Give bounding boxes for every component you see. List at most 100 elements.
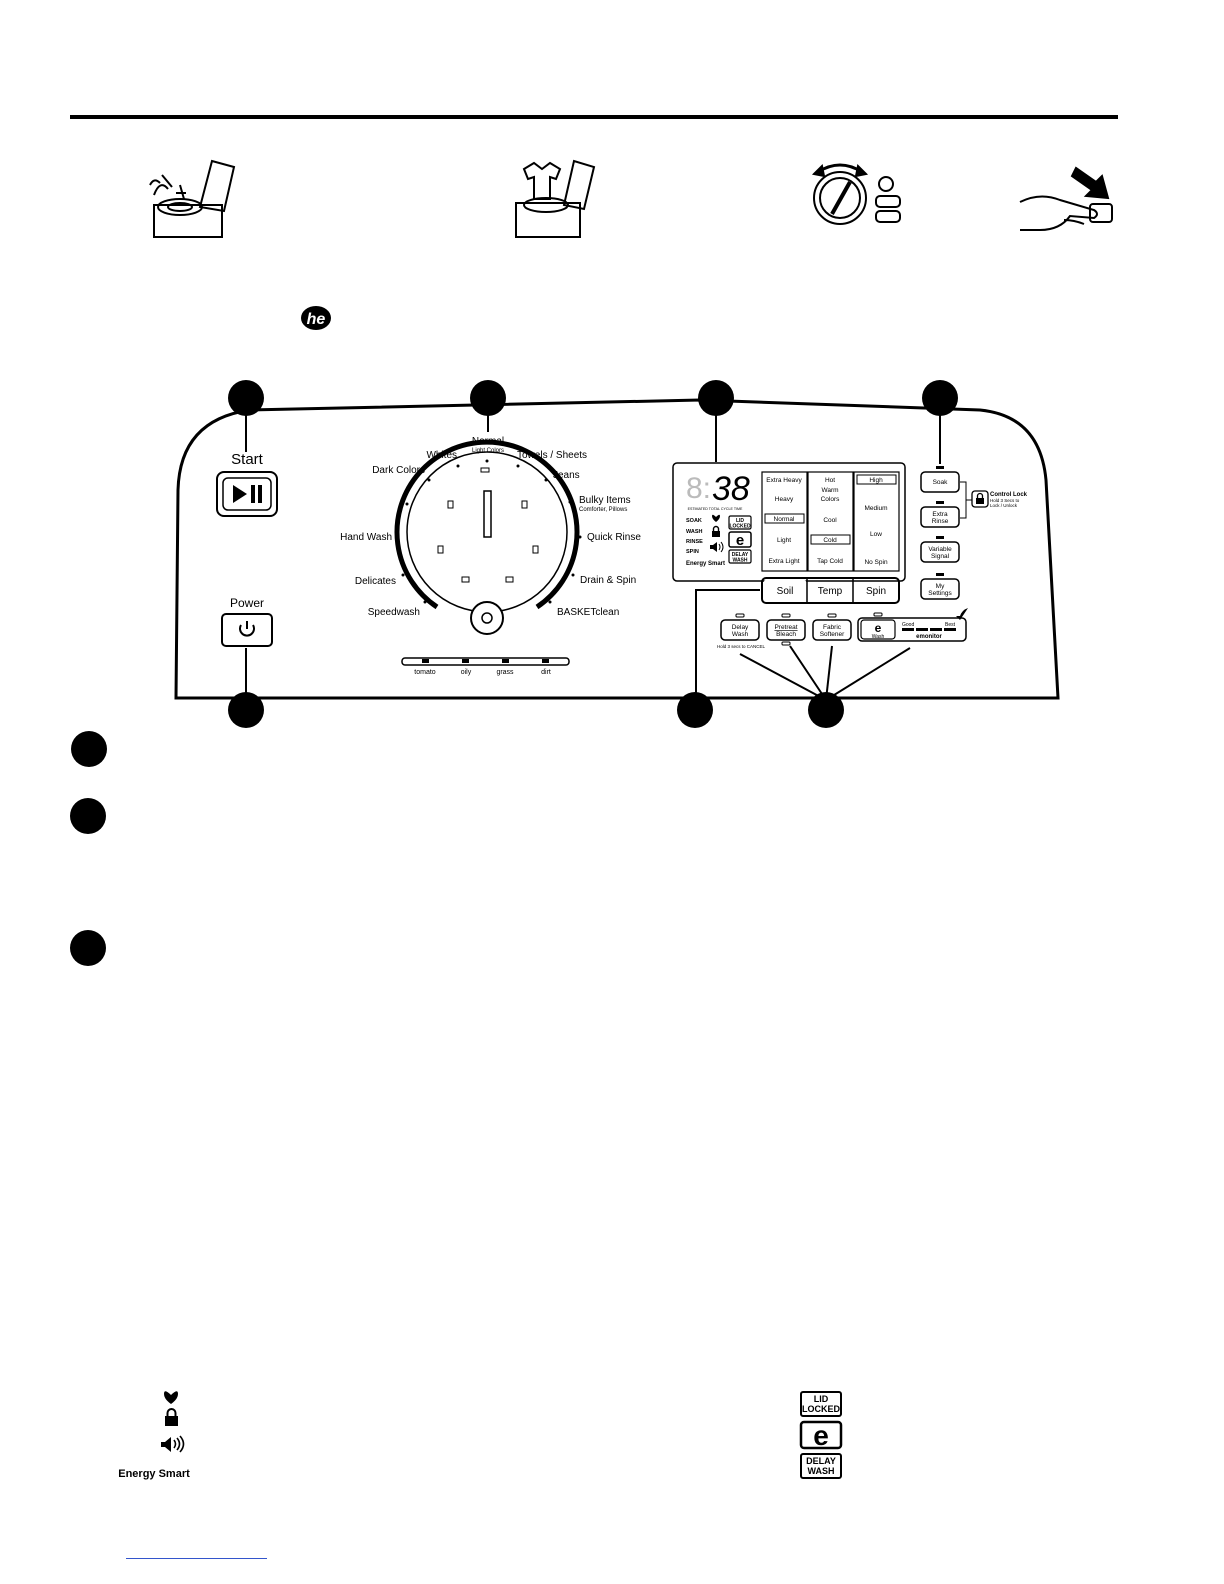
cycle-hand-wash[interactable]: Hand Wash: [340, 532, 392, 543]
select-cycle-icon: [811, 163, 901, 225]
energy-smart-indicator: Energy Smart: [686, 561, 725, 567]
start-pause-button[interactable]: [216, 471, 278, 517]
svg-text:Pretreat: Pretreat: [774, 624, 797, 631]
emonitor-meter: [902, 628, 956, 631]
spin-column: [853, 471, 900, 572]
svg-text:LID: LID: [736, 518, 744, 524]
temp-column: [807, 471, 854, 572]
cycle-whites[interactable]: Whites: [426, 450, 457, 461]
play-icon: [233, 485, 247, 503]
cycle-normal[interactable]: Normal: [472, 436, 504, 447]
svg-text:Bleach: Bleach: [776, 631, 796, 638]
svg-text:My: My: [936, 583, 945, 590]
est-time-label: ESTIMATED TOTAL CYCLE TIME: [688, 507, 743, 511]
leaf-check-icon: [956, 608, 968, 620]
time-dim-digit: 8:: [686, 472, 711, 505]
svg-text:he: he: [307, 311, 326, 328]
svg-text:WASH: WASH: [808, 1466, 835, 1476]
soil-extra-light: Extra Light: [768, 558, 799, 565]
cycle-jeans[interactable]: Jeans: [553, 470, 580, 481]
svg-text:Wash: Wash: [732, 631, 749, 638]
heart-icon: [164, 1391, 178, 1404]
control-panel: Start Power Normal Light: [174, 398, 1060, 701]
soil-button-label[interactable]: Soil: [777, 586, 794, 597]
cycle-towels-sheets[interactable]: Towels / Sheets: [517, 450, 587, 461]
svg-text:Variable: Variable: [928, 546, 952, 553]
power-button[interactable]: [221, 613, 273, 647]
control-lock-sub-2: Lock / Unlock: [990, 503, 1018, 508]
cycle-delicates[interactable]: Delicates: [355, 576, 396, 587]
cycle-options: Normal Light Colors Whites Towels / Shee…: [340, 436, 641, 618]
dial-knob-center: [470, 601, 504, 635]
cycle-quick-rinse[interactable]: Quick Rinse: [587, 532, 641, 543]
lid-locked-indicator: LID LOCKED: [728, 515, 752, 530]
sound-icon: [710, 541, 724, 553]
ewash-icon: e: [799, 1420, 843, 1451]
soil-heavy: Heavy: [775, 496, 794, 503]
power-label: Power: [230, 596, 264, 610]
my-settings-button[interactable]: My Settings: [920, 578, 960, 600]
spin-medium: Medium: [864, 505, 887, 512]
temp-button[interactable]: Temp: [818, 586, 843, 597]
temp-cold: Cold: [823, 537, 837, 544]
selector-buttons: Soil Temp Spin: [761, 577, 900, 604]
svg-text:DELAY: DELAY: [806, 1456, 836, 1466]
callout-6: [677, 692, 713, 728]
emonitor-label: emonitor: [916, 634, 942, 640]
lock-icon: [165, 1408, 178, 1426]
status-rinse: RINSE: [686, 539, 703, 545]
lock-icon: [712, 525, 720, 537]
soil-light: Light: [777, 537, 791, 544]
spin-button[interactable]: Spin: [866, 586, 886, 597]
stain-selector[interactable]: tomato oily grass dirt: [401, 657, 570, 676]
callout-4: [922, 380, 958, 416]
status-wash: WASH: [686, 529, 703, 535]
svg-text:LID: LID: [814, 1394, 829, 1404]
delay-wash-button[interactable]: Delay Wash: [720, 619, 760, 641]
cycle-speedwash[interactable]: Speedwash: [368, 607, 420, 618]
variable-signal-button[interactable]: Variable Signal: [920, 541, 960, 563]
svg-text:WASH: WASH: [733, 558, 748, 564]
temp-colors: Colors: [821, 496, 841, 503]
start-label: Start: [231, 451, 264, 468]
svg-text:Rinse: Rinse: [932, 518, 949, 525]
cycle-drain-spin[interactable]: Drain & Spin: [580, 575, 636, 586]
dial-pointer: [483, 490, 492, 538]
svg-text:Delay: Delay: [732, 624, 749, 631]
pretreat-bleach-button[interactable]: Pretreat Bleach: [766, 619, 806, 641]
stain-dirt: dirt: [541, 669, 551, 676]
callout-5: [228, 692, 264, 728]
status-soak: SOAK: [686, 518, 702, 524]
lid-locked-icon: LID LOCKED: [800, 1391, 842, 1417]
fabric-softener-button[interactable]: Fabric Softener: [812, 619, 852, 641]
cycle-basketclean[interactable]: BASKETclean: [557, 607, 619, 618]
section-marker-2: [70, 798, 106, 834]
load-clothes-icon: [515, 159, 596, 238]
cycle-dark-colors[interactable]: Dark Colors: [372, 465, 425, 476]
ewash-emonitor-button[interactable]: e Wash Good Best emonitor: [857, 617, 967, 642]
callout-2: [470, 380, 506, 416]
delay-wash-indicator: DELAY WASH: [728, 549, 752, 564]
temp-hot: Hot: [825, 477, 835, 484]
stain-oily: oily: [461, 669, 472, 676]
svg-text:Signal: Signal: [931, 553, 950, 560]
soak-button[interactable]: Soak: [920, 471, 960, 493]
soil-button[interactable]: [764, 580, 806, 601]
soil-extra-heavy: Extra Heavy: [766, 477, 802, 484]
svg-text:Fabric: Fabric: [823, 624, 842, 631]
temp-warm: Warm: [821, 487, 838, 494]
he-logo: he: [301, 306, 331, 330]
svg-text:Extra: Extra: [932, 511, 948, 518]
heart-icon: [712, 514, 720, 522]
svg-text:LOCKED: LOCKED: [729, 524, 751, 530]
svg-text:DELAY: DELAY: [732, 552, 749, 558]
cycle-bulky-items[interactable]: Bulky Items: [579, 495, 631, 506]
spin-low: Low: [870, 531, 882, 538]
callout-3: [698, 380, 734, 416]
svg-text:Settings: Settings: [928, 590, 952, 597]
section-marker-1: [71, 731, 107, 767]
extra-rinse-button[interactable]: Extra Rinse: [920, 506, 960, 528]
cycle-dial[interactable]: [394, 439, 580, 635]
svg-text:Soak: Soak: [933, 479, 949, 486]
add-detergent-icon: [149, 159, 236, 238]
